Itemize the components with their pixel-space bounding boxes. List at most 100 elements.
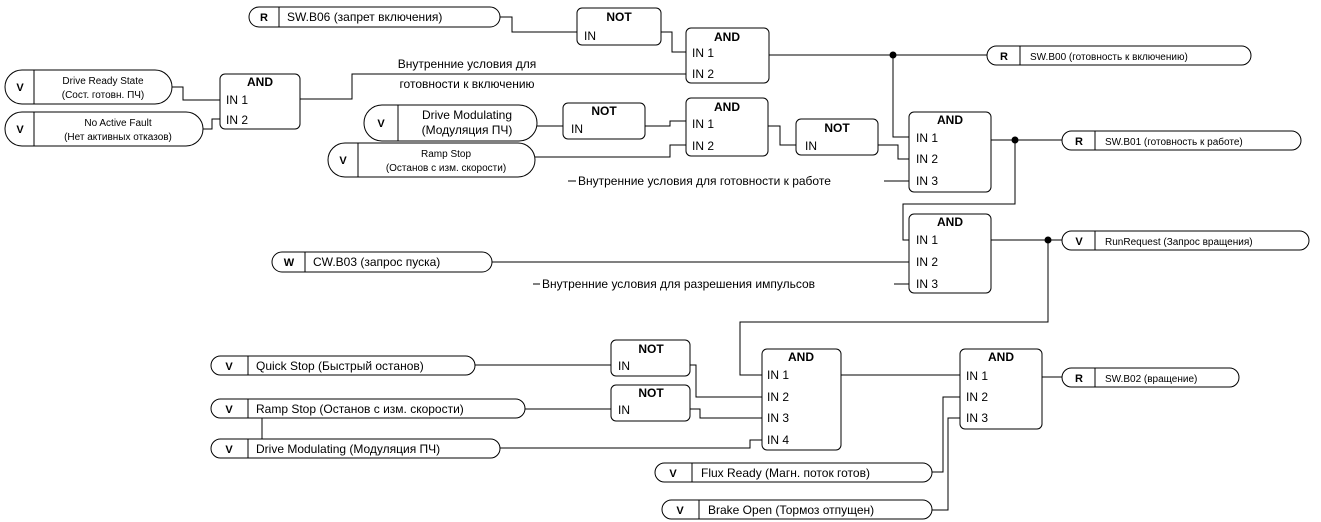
svg-text:Flux Ready (Магн. поток готов): Flux Ready (Магн. поток готов) bbox=[701, 466, 870, 480]
svg-text:IN 1: IN 1 bbox=[767, 368, 789, 382]
gate-and-1: AND IN 1 IN 2 bbox=[685, 27, 770, 84]
svg-text:IN 2: IN 2 bbox=[692, 67, 714, 81]
gate-not-3: NOT IN bbox=[795, 118, 879, 156]
svg-text:R: R bbox=[1000, 51, 1008, 63]
svg-text:IN: IN bbox=[618, 403, 630, 417]
note-pulse-enable: Внутренние условия для разрешения импуль… bbox=[542, 277, 815, 291]
svg-text:AND: AND bbox=[937, 113, 963, 127]
svg-text:AND: AND bbox=[937, 215, 963, 229]
gate-and-4: AND IN 1 IN 2 IN 3 bbox=[908, 213, 992, 294]
svg-text:IN 2: IN 2 bbox=[767, 390, 789, 404]
svg-text:V: V bbox=[225, 361, 233, 373]
svg-text:NOT: NOT bbox=[591, 104, 617, 118]
output-sw-b01: R SW.B01 (готовность к работе) bbox=[1061, 130, 1302, 151]
gate-and-2: AND IN 1 IN 2 bbox=[685, 97, 769, 157]
svg-text:IN 2: IN 2 bbox=[916, 255, 938, 269]
svg-text:NOT: NOT bbox=[606, 10, 632, 24]
signal-no-active-fault: V No Active Fault (Нет активных отказов) bbox=[4, 111, 204, 147]
svg-text:IN 2: IN 2 bbox=[692, 139, 714, 153]
svg-text:SW.B02 (вращение): SW.B02 (вращение) bbox=[1105, 374, 1197, 385]
note-switch-on-line2: готовности к включению bbox=[399, 77, 534, 91]
gate-and-6: AND IN 1 IN 2 IN 3 bbox=[959, 348, 1043, 430]
signal-ramp-stop-bottom: V Ramp Stop (Останов с изм. скорости) bbox=[210, 398, 526, 419]
svg-text:Brake Open (Тормоз отпущен): Brake Open (Тормоз отпущен) bbox=[708, 503, 874, 517]
svg-text:(Сост. готовн. ПЧ): (Сост. готовн. ПЧ) bbox=[62, 90, 145, 101]
svg-text:V: V bbox=[16, 124, 24, 136]
signal-brake-open: V Brake Open (Тормоз отпущен) bbox=[661, 499, 933, 520]
output-run-request: V RunRequest (Запрос вращения) bbox=[1061, 230, 1310, 251]
svg-text:IN 3: IN 3 bbox=[916, 277, 938, 291]
svg-text:SW.B00 (готовность к включению: SW.B00 (готовность к включению) bbox=[1030, 52, 1188, 63]
svg-text:RunRequest (Запрос вращения): RunRequest (Запрос вращения) bbox=[1105, 237, 1253, 248]
svg-text:AND: AND bbox=[988, 350, 1014, 364]
svg-text:CW.B03 (запрос пуска): CW.B03 (запрос пуска) bbox=[313, 255, 440, 269]
svg-text:IN 1: IN 1 bbox=[692, 46, 714, 60]
svg-text:Drive Modulating (Модуляция ПЧ: Drive Modulating (Модуляция ПЧ) bbox=[256, 442, 440, 456]
output-sw-b00: R SW.B00 (готовность к включению) bbox=[986, 45, 1252, 66]
gate-and-5: AND IN 1 IN 2 IN 3 IN 4 bbox=[761, 348, 842, 451]
signal-drive-modulating-top: V Drive Modulating (Модуляция ПЧ) bbox=[363, 104, 538, 142]
svg-text:IN: IN bbox=[584, 29, 596, 43]
svg-text:IN 3: IN 3 bbox=[767, 411, 789, 425]
svg-text:V: V bbox=[225, 404, 233, 416]
svg-text:V: V bbox=[16, 82, 24, 94]
svg-text:IN 1: IN 1 bbox=[692, 117, 714, 131]
svg-text:AND: AND bbox=[788, 350, 814, 364]
output-sw-b02: R SW.B02 (вращение) bbox=[1061, 367, 1240, 388]
svg-text:V: V bbox=[377, 118, 385, 130]
svg-text:IN 1: IN 1 bbox=[966, 369, 988, 383]
svg-text:(Нет активных отказов): (Нет активных отказов) bbox=[64, 132, 172, 143]
gate-not-2: NOT IN bbox=[562, 102, 646, 140]
svg-text:Drive Modulating: Drive Modulating bbox=[422, 108, 512, 122]
signal-flux-ready: V Flux Ready (Магн. поток готов) bbox=[654, 462, 933, 483]
svg-text:IN 4: IN 4 bbox=[767, 433, 789, 447]
svg-text:AND: AND bbox=[714, 30, 740, 44]
svg-text:IN 2: IN 2 bbox=[916, 152, 938, 166]
svg-text:IN 3: IN 3 bbox=[966, 411, 988, 425]
svg-text:V: V bbox=[676, 505, 684, 517]
svg-text:IN: IN bbox=[618, 359, 630, 373]
signal-ramp-stop-top: V Ramp Stop (Останов с изм. скорости) bbox=[327, 142, 536, 178]
svg-text:IN 3: IN 3 bbox=[916, 174, 938, 188]
svg-text:IN 2: IN 2 bbox=[226, 113, 248, 127]
svg-text:V: V bbox=[669, 468, 677, 480]
svg-text:IN 1: IN 1 bbox=[226, 93, 248, 107]
svg-text:IN 1: IN 1 bbox=[916, 131, 938, 145]
svg-text:IN 2: IN 2 bbox=[966, 390, 988, 404]
svg-text:No Active Fault: No Active Fault bbox=[84, 118, 151, 129]
signal-cw-b03: W CW.B03 (запрос пуска) bbox=[271, 251, 493, 273]
svg-text:Ramp Stop (Останов с изм. скор: Ramp Stop (Останов с изм. скорости) bbox=[256, 402, 464, 416]
svg-text:Ramp Stop: Ramp Stop bbox=[421, 149, 471, 160]
svg-text:IN: IN bbox=[571, 122, 583, 136]
signal-drive-modulating-bottom: V Drive Modulating (Модуляция ПЧ) bbox=[210, 438, 501, 459]
gate-not-1: NOT IN bbox=[576, 7, 662, 46]
signal-quick-stop: V Quick Stop (Быстрый останов) bbox=[210, 355, 476, 376]
svg-text:V: V bbox=[225, 444, 233, 456]
signal-drive-ready-state: V Drive Ready State (Сост. готовн. ПЧ) bbox=[4, 69, 173, 105]
svg-text:IN 1: IN 1 bbox=[916, 233, 938, 247]
svg-text:SW.B01 (готовность к работе): SW.B01 (готовность к работе) bbox=[1105, 136, 1243, 148]
svg-text:V: V bbox=[339, 155, 347, 167]
svg-text:AND: AND bbox=[714, 100, 740, 114]
svg-text:AND: AND bbox=[247, 75, 273, 89]
svg-text:(Останов с изм. скорости): (Останов с изм. скорости) bbox=[386, 163, 506, 174]
svg-text:R: R bbox=[1075, 136, 1083, 148]
gate-and-3: AND IN 1 IN 2 IN 3 bbox=[908, 111, 992, 193]
note-ready-to-operate: Внутренние условия для готовности к рабо… bbox=[578, 174, 831, 188]
svg-text:IN: IN bbox=[805, 139, 817, 153]
svg-text:Drive Ready State: Drive Ready State bbox=[62, 76, 144, 87]
svg-text:V: V bbox=[1075, 236, 1083, 248]
svg-text:Quick Stop (Быстрый останов): Quick Stop (Быстрый останов) bbox=[256, 359, 424, 373]
svg-text:NOT: NOT bbox=[638, 386, 664, 400]
signal-sw-b06: R SW.B06 (запрет включения) bbox=[248, 6, 501, 28]
svg-text:W: W bbox=[284, 257, 295, 269]
svg-text:R: R bbox=[1075, 373, 1083, 385]
svg-text:SW.B06 (запрет включения): SW.B06 (запрет включения) bbox=[287, 10, 442, 24]
note-switch-on-line1: Внутренние условия для bbox=[398, 57, 537, 71]
gate-and-a: AND IN 1 IN 2 bbox=[219, 73, 301, 130]
gate-not-4: NOT IN bbox=[610, 339, 691, 377]
gate-not-5: NOT IN bbox=[610, 384, 691, 422]
svg-text:NOT: NOT bbox=[638, 342, 664, 356]
wires bbox=[172, 16, 1062, 511]
